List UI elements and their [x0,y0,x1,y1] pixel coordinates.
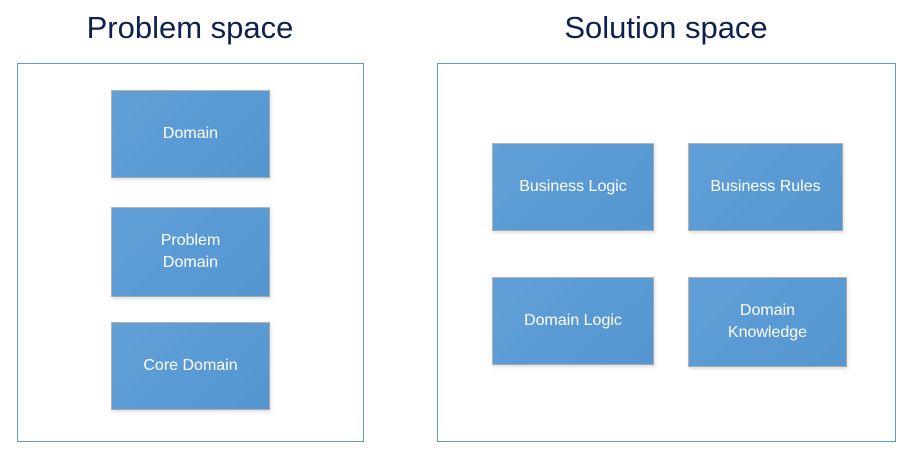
solution-space-container [437,63,896,442]
solution-space-title: Solution space [564,10,768,45]
box-domain-knowledge[interactable]: Domain Knowledge [688,277,847,367]
box-core-domain[interactable]: Core Domain [111,322,270,410]
box-domain[interactable]: Domain [111,90,270,178]
box-problem-domain[interactable]: Problem Domain [111,207,270,297]
problem-space-title: Problem space [86,10,294,45]
box-business-rules[interactable]: Business Rules [688,143,843,231]
box-domain-logic[interactable]: Domain Logic [492,277,654,365]
box-business-logic[interactable]: Business Logic [492,143,654,231]
